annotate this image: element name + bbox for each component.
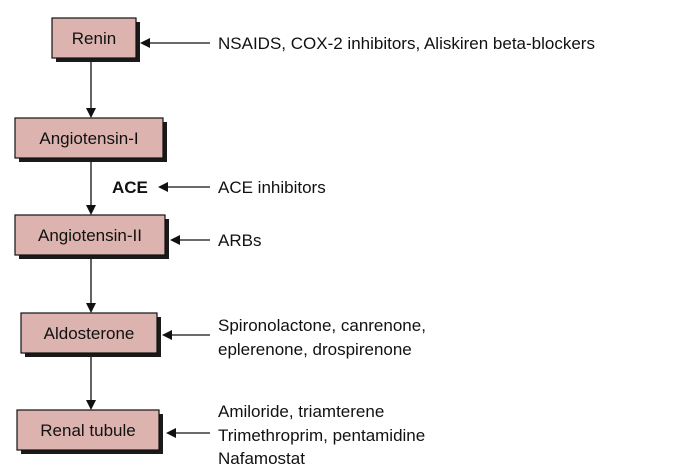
box-body <box>16 409 160 451</box>
pathway-box-angiotensin-ii: Angiotensin-II <box>14 214 169 259</box>
pathway-box-renal-tubule: Renal tubule <box>16 409 163 454</box>
inhibitor-arrow-ace <box>158 182 210 192</box>
enzyme-label-ace: ACE <box>112 178 148 197</box>
box-body <box>20 312 158 354</box>
pathway-box-aldosterone: Aldosterone <box>20 312 161 357</box>
pathway-box-renin: Renin <box>51 17 140 62</box>
flow-arrow-angiotensin-ii-to-aldosterone <box>86 259 96 313</box>
flow-arrow-angiotensin-i-to-ii <box>86 162 96 215</box>
inhibitor-text-aldosterone-line-1: Spironolactone, canrenone, <box>218 316 426 335</box>
inhibitor-text-renal-tubule-line-2: Trimethroprim, pentamidine <box>218 426 425 445</box>
inhibitor-arrow-angiotensin-ii <box>170 235 210 245</box>
box-body <box>14 214 166 256</box>
box-label-angiotensin-i: Angiotensin-I <box>39 129 138 148</box>
inhibitor-text-renin: NSAIDS, COX-2 inhibitors, Aliskiren beta… <box>218 34 595 53</box>
box-body <box>51 17 137 59</box>
box-body <box>14 117 164 159</box>
inhibitor-arrow-aldosterone <box>162 330 210 340</box>
flow-arrow-aldosterone-to-renal-tubule <box>86 357 96 410</box>
inhibitor-arrow-renin <box>140 38 210 48</box>
box-label-renin: Renin <box>72 29 116 48</box>
inhibitor-text-aldosterone-line-2: eplerenone, drospirenone <box>218 340 412 359</box>
box-label-aldosterone: Aldosterone <box>44 324 135 343</box>
inhibitor-text-ace: ACE inhibitors <box>218 178 326 197</box>
inhibitor-arrow-renal-tubule <box>166 428 210 438</box>
box-label-renal-tubule: Renal tubule <box>40 421 135 440</box>
inhibitor-text-angiotensin-ii: ARBs <box>218 231 261 250</box>
flow-arrow-renin-to-angiotensin-i <box>86 62 96 118</box>
pathway-box-angiotensin-i: Angiotensin-I <box>14 117 167 162</box>
inhibitor-text-renal-tubule-line-3: Nafamostat <box>218 449 305 468</box>
inhibitor-text-renal-tubule-line-1: Amiloride, triamterene <box>218 402 384 421</box>
box-label-angiotensin-ii: Angiotensin-II <box>38 226 142 245</box>
